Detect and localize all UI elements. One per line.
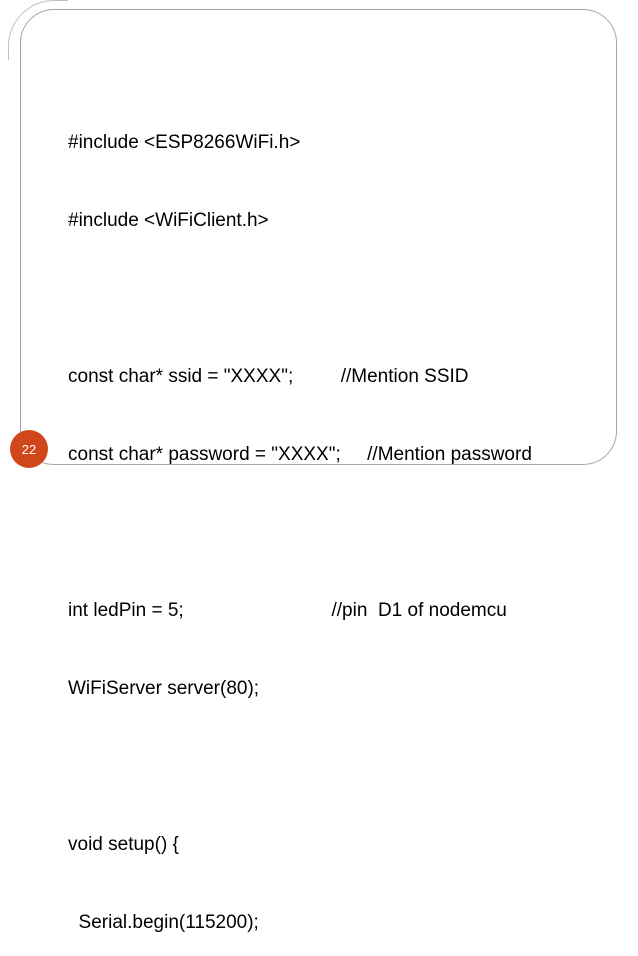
slide-frame-border — [20, 9, 617, 465]
code-line: #include <WiFiClient.h> — [68, 210, 269, 231]
code-line: const char* password = "XXXX"; //Mention… — [68, 444, 532, 465]
code-line: Serial.begin(115200); — [68, 912, 259, 933]
code-line-blank — [68, 286, 608, 312]
code-line: int ledPin = 5; //pin D1 of nodemcu — [68, 600, 507, 621]
code-line-blank — [68, 520, 608, 546]
slide: #include <ESP8266WiFi.h> #include <WiFiC… — [8, 0, 617, 933]
code-line: #include <ESP8266WiFi.h> — [68, 132, 301, 153]
page-number-badge: 22 — [10, 430, 48, 468]
code-line-blank — [68, 754, 608, 780]
page-number-label: 22 — [21, 441, 37, 457]
frame-corner-accent — [8, 0, 68, 60]
code-line: WiFiServer server(80); — [68, 678, 260, 699]
code-line: const char* ssid = "XXXX"; //Mention SSI… — [68, 366, 469, 387]
code-block: #include <ESP8266WiFi.h> #include <WiFiC… — [68, 78, 608, 956]
code-line: void setup() { — [68, 834, 179, 855]
